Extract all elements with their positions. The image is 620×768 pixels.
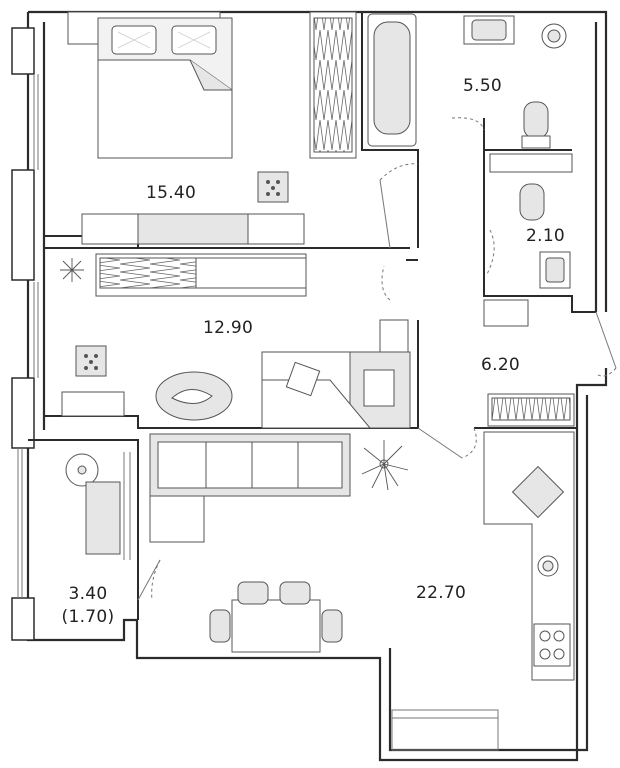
cabinet-right — [379, 319, 409, 353]
window-left — [11, 27, 35, 641]
living-wardrobe — [95, 253, 307, 297]
balcony-area-label: 3.40 — [68, 584, 108, 604]
bedroom-wardrobe — [309, 11, 357, 159]
window-glass-left — [17, 74, 39, 598]
balcony-reduced-area-label: (1.70) — [61, 607, 115, 627]
plant-icon — [60, 258, 84, 282]
kitchen-counter — [483, 431, 575, 681]
plant-large — [361, 440, 409, 491]
kitchen-window-bottom — [391, 709, 499, 751]
living-nightstand — [75, 345, 107, 377]
balcony-rail — [123, 452, 131, 560]
toilet-bath — [521, 101, 551, 149]
kitchen-area-label: 22.70 — [416, 583, 467, 603]
bathroom-area-label: 5.50 — [463, 76, 503, 96]
toilet-room-fixtures — [483, 153, 573, 327]
kitchen-upper-cabinet — [487, 393, 575, 427]
living-table — [61, 391, 125, 417]
dining-table — [209, 581, 343, 653]
bathtub — [367, 13, 417, 147]
toilet-area-label: 2.10 — [526, 226, 566, 246]
bedroom-desk — [81, 213, 305, 245]
wardrobe-top — [67, 11, 233, 159]
balcony-furniture — [65, 453, 121, 555]
living-room-area-label: 12.90 — [203, 318, 254, 338]
hallway-area-label: 6.20 — [481, 355, 521, 375]
bedroom-area-label: 15.40 — [146, 183, 197, 203]
child-bed — [261, 351, 411, 429]
washbasin — [463, 15, 567, 49]
sofa — [149, 433, 351, 543]
rug-with-cat — [155, 371, 233, 421]
bedroom-nightstand — [257, 171, 289, 203]
doors — [137, 117, 617, 601]
bed-pillows-marks — [117, 31, 211, 49]
